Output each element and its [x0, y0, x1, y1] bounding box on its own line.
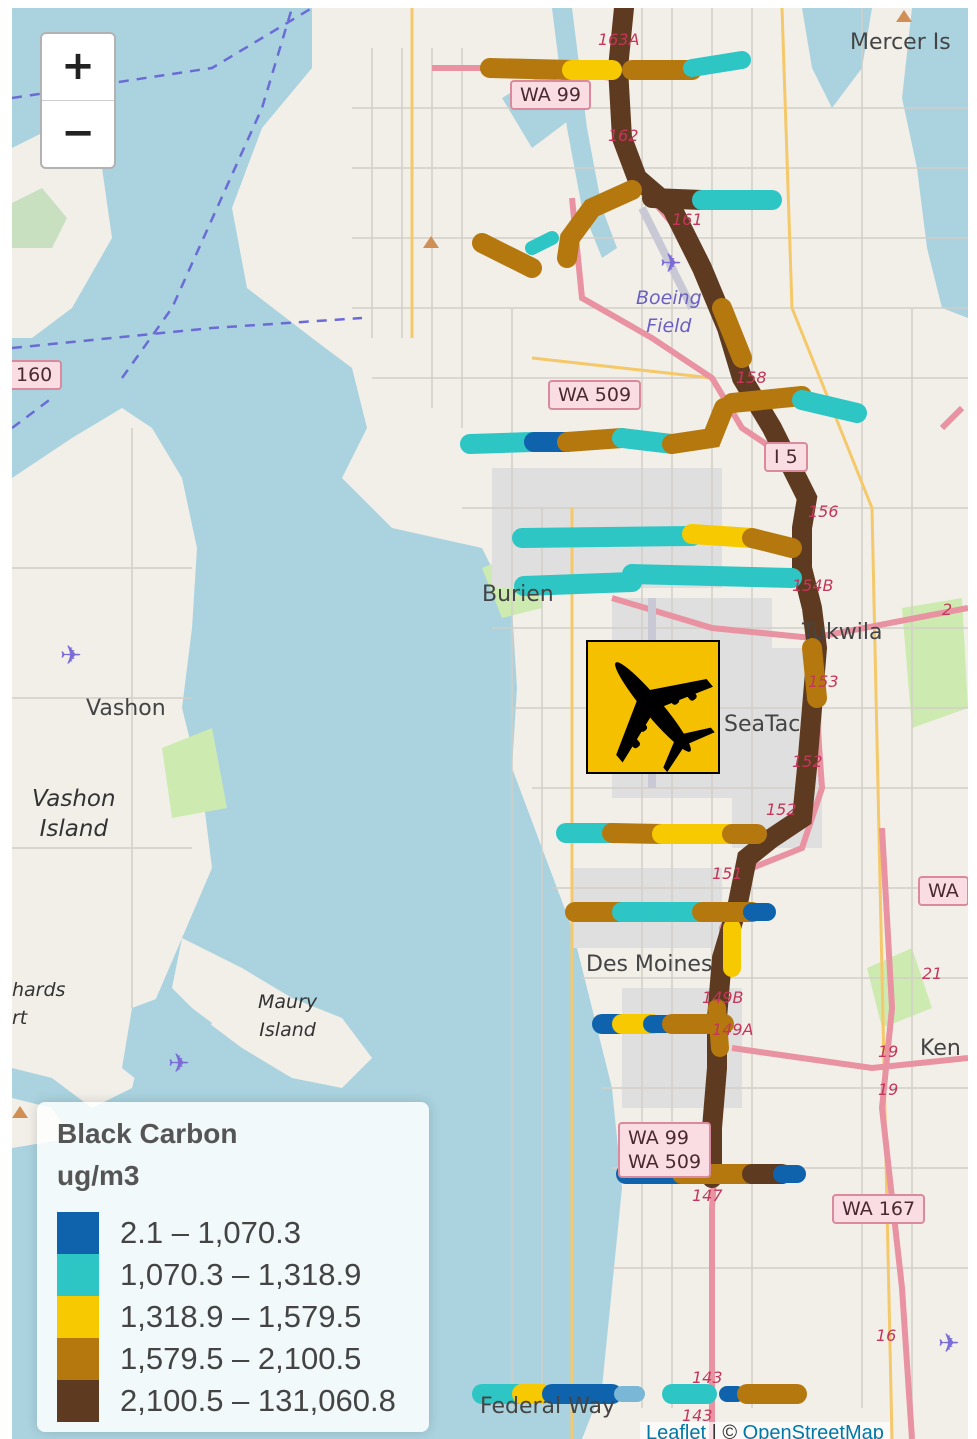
small-airplane-icon: ✈	[168, 1048, 190, 1078]
zoom-out-button[interactable]: −	[42, 100, 114, 167]
exit-label: 152	[766, 800, 797, 819]
place-burien: Burien	[482, 582, 554, 607]
legend-label: 1,318.9 – 1,579.5	[120, 1299, 362, 1334]
zoom-control: + −	[40, 32, 116, 169]
exit-label: 153	[808, 672, 839, 691]
exit-label: 149B	[702, 988, 744, 1007]
shield-wa-east: WA	[918, 876, 968, 906]
map-canvas[interactable]: Mercer Is Burien Tukwila SeaTac Vashon V…	[12, 8, 968, 1439]
shield-wa509: WA 509	[548, 380, 642, 410]
exit-label: 154B	[792, 576, 834, 595]
place-tukwila: Tukwila	[802, 620, 883, 645]
legend-label: 2.1 – 1,070.3	[120, 1215, 301, 1250]
exit-label: 158	[736, 368, 767, 387]
zoom-in-button[interactable]: +	[61, 43, 95, 89]
legend-swatch	[57, 1254, 99, 1296]
legend-swatch	[57, 1380, 99, 1422]
legend-swatch	[57, 1338, 99, 1380]
leaflet-link[interactable]: Leaflet	[646, 1422, 707, 1439]
exit-label: 2	[942, 600, 953, 619]
exit-label: 143	[692, 1368, 723, 1387]
legend-label: 1,070.3 – 1,318.9	[120, 1257, 362, 1292]
exit-label: 19	[878, 1042, 899, 1061]
place-vashon: Vashon	[86, 696, 166, 721]
exit-label: 161	[672, 210, 703, 229]
measurement-tracks	[460, 8, 867, 1404]
exit-label: 149A	[712, 1020, 754, 1039]
exit-label: 147	[692, 1186, 723, 1205]
osm-link[interactable]: OpenStreetMap	[742, 1422, 884, 1439]
place-seatac: SeaTac	[724, 712, 801, 737]
place-des-moines: Des Moines	[586, 952, 713, 977]
shield-wa99-north: WA 99	[510, 80, 591, 110]
legend-title: Black Carbon	[57, 1118, 238, 1149]
legend-label: 1,579.5 – 2,100.5	[120, 1341, 362, 1376]
shield-160: 160	[12, 360, 63, 390]
exit-label: 152	[792, 752, 823, 771]
exit-label: 143	[682, 1406, 713, 1425]
place-kent: Ken	[920, 1036, 961, 1061]
place-federal-way: Federal Way	[480, 1394, 615, 1419]
legend-unit: ug/m3	[57, 1160, 140, 1191]
exit-label: 19	[878, 1080, 899, 1099]
legend-swatch	[57, 1212, 99, 1254]
exit-label: 21	[922, 964, 943, 983]
small-airplane-icon: ✈	[660, 248, 682, 278]
legend: Black Carbon ug/m3 2.1 – 1,070.3 1,070.3 …	[37, 1102, 429, 1432]
exit-label: 163A	[598, 30, 640, 49]
exit-label: 162	[608, 126, 639, 145]
airport-marker[interactable]	[586, 640, 720, 774]
small-airplane-icon: ✈	[60, 640, 82, 670]
place-mercer-island: Mercer Is	[850, 30, 951, 55]
shield-wa167: WA 167	[832, 1194, 926, 1224]
legend-label: 2,100.5 – 131,060.8	[120, 1383, 396, 1418]
attribution: Leaflet | © OpenStreetMap	[640, 1422, 890, 1439]
exit-label: 151	[712, 864, 743, 883]
exit-label: 16	[876, 1326, 897, 1345]
exit-label: 156	[808, 502, 839, 521]
airplane-icon	[615, 662, 715, 773]
legend-swatch	[57, 1296, 99, 1338]
shield-i5: I 5	[764, 442, 808, 472]
small-airplane-icon: ✈	[938, 1328, 960, 1358]
